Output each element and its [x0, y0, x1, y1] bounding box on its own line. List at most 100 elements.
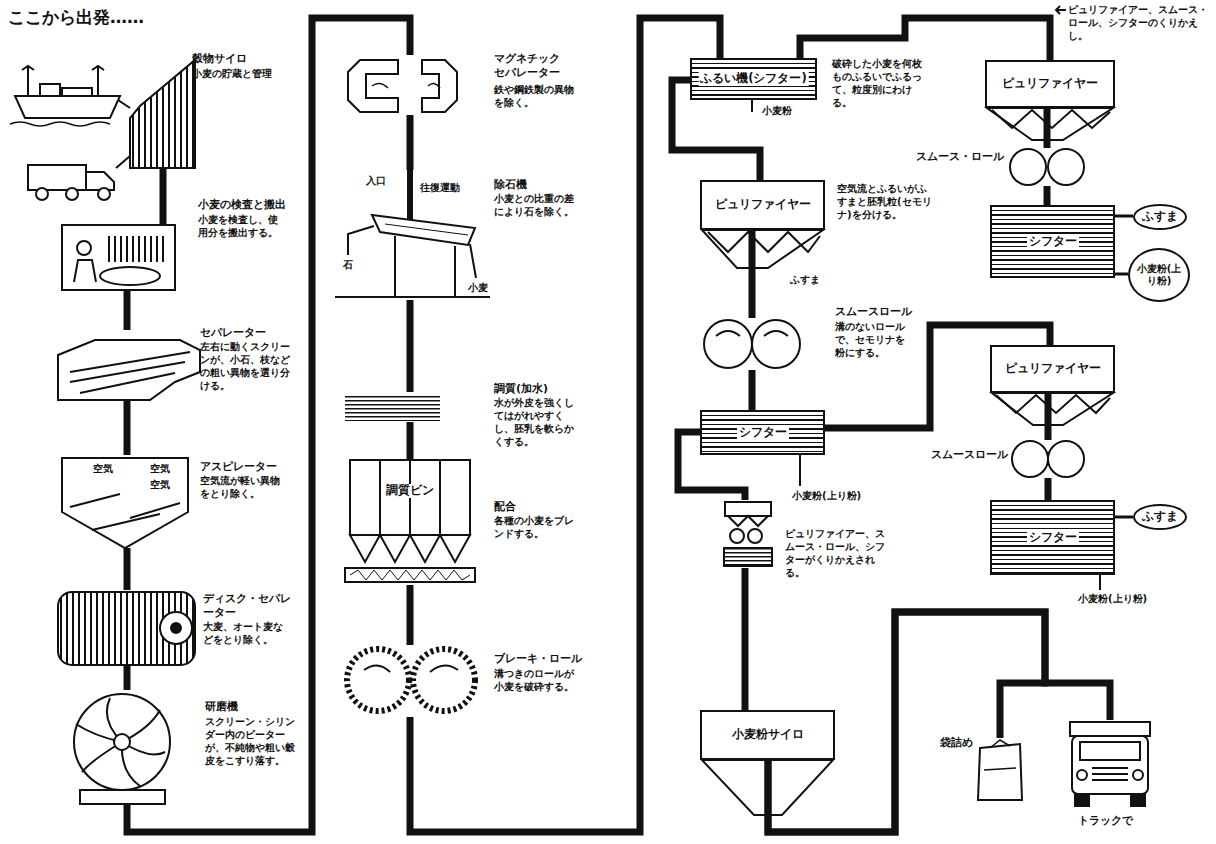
- purifier-hopper-stroke: [708, 232, 820, 252]
- process-step: セパレーター左右に動くスクリーンが、小石、枝などの粗い異物を選り分ける。: [58, 330, 200, 400]
- step-description: 水が外皮を強くしてはがれやすくし、胚乳を軟らかくする。: [494, 396, 576, 448]
- smooth-roll-figure-stroke: [1048, 441, 1084, 477]
- smooth-roll-figure: [704, 149, 1084, 477]
- magnetic-separator-figure-stroke: [372, 83, 440, 88]
- break-roll-figure-stroke: [413, 649, 475, 711]
- truck-front-figure-stroke: [1092, 768, 1128, 780]
- flow-pipe: [749, 370, 756, 410]
- part-label: 往復運動: [420, 181, 460, 194]
- scourer-figure: [74, 694, 170, 804]
- step-heading: トラックで: [1078, 814, 1148, 828]
- tempering-bin-figure-stroke: [380, 460, 440, 535]
- ship-figure-stroke: [40, 84, 60, 96]
- process-step: スムースロール溝のないロールで、セモリナを粉にする。: [703, 318, 800, 370]
- destoner-figure-stroke: [348, 226, 374, 255]
- truck-front-figure-stroke: [1131, 794, 1145, 806]
- purifier-hopper-stroke: [996, 395, 1110, 413]
- box-label: ふるい機(シフター): [698, 72, 809, 86]
- step-heading: マグネチックセパレーター: [494, 52, 566, 81]
- machine-box: シフター: [700, 410, 825, 455]
- process-step: 小麦の検査と搬出小麦を検査し、使用分を搬出する。: [62, 225, 175, 290]
- ship-figure-stroke: [10, 122, 110, 126]
- part-label: 小麦: [468, 281, 488, 294]
- step-description: スクリーン・シリンダー内のビーターが、不純物や粗い穀皮をこすり落す。: [205, 715, 297, 767]
- part-label: 小麦粉: [762, 104, 792, 117]
- aspirator-figure-stroke: [70, 494, 180, 530]
- repeat-unit-figure: [724, 502, 772, 566]
- separator-figure: [58, 340, 200, 400]
- aspirator-figure-stroke: [62, 458, 188, 548]
- inspection-figure-stroke: [108, 236, 166, 262]
- box-label: シフター: [737, 426, 789, 440]
- break-roll-figure-stroke: [364, 665, 458, 672]
- process-step: 袋詰め: [978, 738, 1023, 800]
- break-roll-figure: [347, 649, 475, 711]
- ship-figure-stroke: [22, 66, 104, 96]
- purifier-hopper-stroke: [992, 110, 1110, 128]
- part-label: 空気: [93, 462, 113, 475]
- separator-figure-stroke: [58, 340, 200, 400]
- disc-separator-figure-stroke: [160, 612, 192, 644]
- disc-separator-figure-stroke: [58, 592, 195, 665]
- destoner-figure-stroke: [372, 215, 475, 245]
- process-step: マグネチックセパレーター鉄や鋼鉄製の異物を除く。: [345, 55, 455, 115]
- product-oval: ふすま: [1133, 204, 1187, 230]
- destoner-figure-stroke: [335, 236, 490, 297]
- truck-front-figure: [1070, 722, 1150, 806]
- step-heading: スムース・ロール: [914, 150, 1004, 164]
- truck-figure-stroke: [66, 188, 78, 200]
- repeat-unit-figure-stroke: [728, 516, 768, 526]
- truck-figure-stroke: [98, 188, 110, 200]
- process-step: スムースロール: [1012, 440, 1086, 478]
- flow-pipe: [407, 422, 414, 460]
- part-label: 小麦粉(上り粉): [792, 489, 861, 502]
- process-step: アスピレーター空気流が軽い異物をとり除く。: [58, 455, 190, 548]
- repeat-unit-figure-stroke: [725, 502, 771, 516]
- inspection-figure-stroke: [62, 225, 175, 290]
- flow-pipe: [742, 568, 749, 710]
- ship-figure-stroke: [62, 88, 92, 96]
- machine-box: ふるい機(シフター)破砕した小麦を何枚ものふるいでふるって、粒度別にわける。: [690, 58, 817, 100]
- step-heading: 小麦の検査と搬出: [198, 198, 303, 212]
- step-heading: 袋詰め: [928, 736, 973, 750]
- repeat-unit-figure-stroke: [748, 529, 762, 543]
- ship-figure-stroke: [15, 96, 120, 118]
- product-oval: 小麦粉(上り粉): [1128, 248, 1190, 302]
- scourer-figure-stroke: [80, 790, 165, 804]
- tempering-bin-figure: [345, 460, 475, 582]
- part-label: 入口: [366, 174, 386, 187]
- destoner-figure-stroke: [407, 170, 413, 220]
- truck-front-figure-stroke: [1075, 794, 1089, 806]
- part-label: ふすま: [790, 273, 820, 286]
- process-step: 除石機小麦との比重の差により石を除く。: [335, 170, 490, 300]
- step-heading: 穀物サイロ: [192, 52, 287, 66]
- bag-figure: [978, 740, 1022, 800]
- grain-silo-figure: [130, 60, 195, 168]
- flow-pipe: [160, 168, 167, 225]
- inspection-figure: [62, 225, 175, 290]
- box-label: ふすま: [1140, 210, 1180, 224]
- process-step: 調質ビン配合各種の小麦をブレンドする。: [345, 460, 475, 585]
- tempering-figure-stroke: [345, 395, 440, 421]
- box-label: シフター: [1027, 531, 1079, 545]
- truck-front-figure-stroke: [1080, 742, 1140, 760]
- part-label: 石: [343, 258, 353, 271]
- purifier-hopper-stroke: [702, 230, 823, 268]
- magnetic-separator-figure-stroke: [422, 60, 457, 112]
- process-step: ピュリファイアー、スムース・ロール、シフターがくりかえされる。: [718, 500, 778, 568]
- process-step: 研磨機スクリーン・シリンダー内のビーターが、不純物や粗い穀皮をこすり落す。: [58, 690, 190, 805]
- machine-box: ピュリファイヤー空気流とふるいがふすまと胚乳粒(セモリナ)を分ける。: [700, 180, 825, 230]
- scourer-figure-stroke: [76, 698, 165, 786]
- magnetic-separator-figure: [348, 60, 457, 112]
- step-heading: 除石機: [494, 178, 574, 192]
- flow-pipe: [1045, 478, 1052, 500]
- step-description: 溝つきのロールが小麦を破砕する。: [494, 667, 579, 693]
- repeat-unit-figure-stroke: [730, 529, 744, 543]
- step-heading: ディスク・セパレーター: [203, 592, 298, 621]
- flow-pipe: [407, 115, 414, 170]
- truck-figure-stroke: [28, 165, 86, 190]
- step-description: ピュリファイアー、スムース・ロール、シフターがくりかえされる。: [785, 527, 885, 579]
- truck-figure-stroke: [36, 188, 48, 200]
